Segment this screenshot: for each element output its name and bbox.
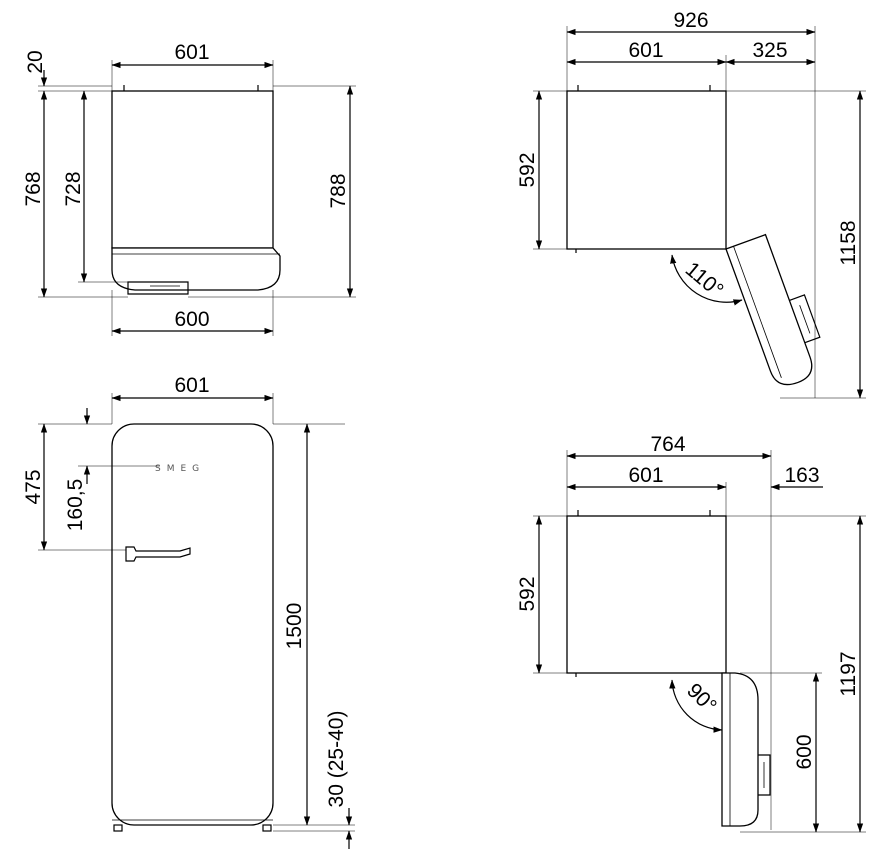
dim-door-depth-90: 600 [793,734,816,769]
top-view-open-90: 90° 764 601 163 592 600 1197 [516,433,866,833]
front-view: SMEG 601 475 160,5 1500 30 (25-40) [22,374,355,849]
angle-110-label: 110° [681,258,728,303]
dim-depth-with-handle: 788 [327,173,350,208]
handle-top [127,281,189,295]
fridge-body-open-110 [566,90,727,250]
dim-depth-overall: 768 [22,171,45,206]
dim-body-depth-110: 592 [516,152,539,187]
dim-top-offset: 20 [24,50,47,73]
top-view-closed: 601 600 20 768 728 788 [22,41,356,336]
smeg-logo: SMEG [155,464,205,474]
dim-logo-from-top: 160,5 [64,479,87,532]
dim-overall-depth-110: 1158 [837,220,860,265]
door-open-90 [721,672,771,827]
angle-arc-90 [669,679,723,733]
door-open-110 [725,233,821,386]
dim-door-extension-90: 163 [784,464,819,487]
fridge-door-top [111,247,281,291]
dim-body-width-90: 601 [628,464,663,487]
dim-front-width: 601 [174,374,209,397]
fridge-body-top [111,90,274,249]
dim-body-width-110: 601 [628,39,663,62]
dim-feet: 30 (25-40) [325,711,348,808]
angle-90-label: 90° [682,679,721,718]
dim-body-depth-90: 592 [516,576,539,611]
angle-arc-110 [670,254,743,306]
dim-overall-width-110: 926 [673,9,708,32]
dim-depth-body: 728 [62,171,85,206]
dim-overall-width-90: 764 [650,433,685,456]
dim-door-extension-110: 325 [752,39,787,62]
top-view-open-110: 110° 926 601 325 592 1158 [516,9,866,399]
door-handle [125,546,191,562]
dim-handle-from-top: 475 [22,469,45,504]
dim-width-bottom: 600 [174,308,209,331]
dim-overall-depth-90: 1197 [837,651,860,696]
fridge-front [111,423,274,826]
dim-front-height: 1500 [283,603,306,650]
fridge-body-open-90 [566,515,727,674]
dim-width-top: 601 [174,41,209,64]
